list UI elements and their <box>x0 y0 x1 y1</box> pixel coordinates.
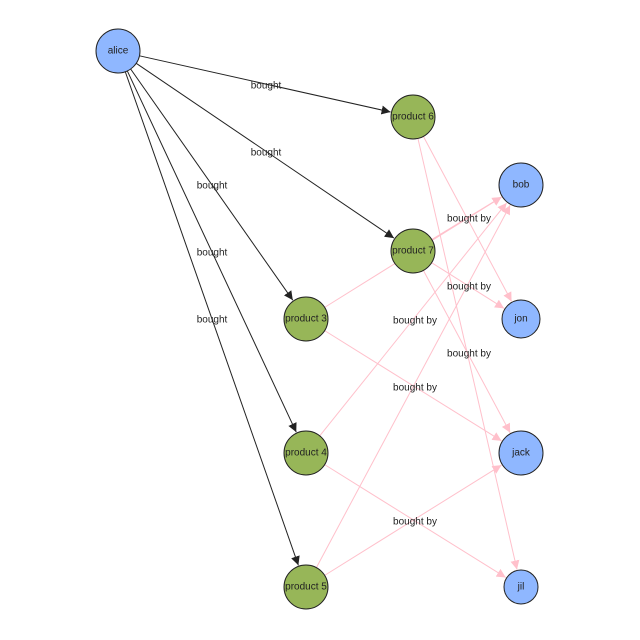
node-jon: jon <box>501 299 541 339</box>
node-circle-bob <box>498 162 544 208</box>
node-alice: alice <box>95 28 141 74</box>
node-label-bob: bob <box>513 180 530 191</box>
node-p7: product 7 <box>390 228 436 274</box>
edge-p4-bob <box>319 202 507 437</box>
node-label-jon: jon <box>513 314 527 325</box>
node-circle-alice <box>95 28 141 74</box>
node-bob: bob <box>498 162 544 208</box>
edge-p5-jack <box>324 464 502 576</box>
edge-alice-p5 <box>124 71 300 566</box>
node-p5: product 5 <box>283 564 329 610</box>
edge-label-p3-jack: bought by <box>393 383 437 394</box>
edge-p4-jil <box>324 464 506 578</box>
edge-p7-jon <box>431 262 505 309</box>
edge-p6-jil <box>417 138 520 570</box>
edge-alice-p3 <box>130 68 294 301</box>
node-circle-p4 <box>283 430 329 476</box>
edge-p5-bob <box>315 205 511 568</box>
node-circle-jil <box>503 569 539 605</box>
node-jil: jil <box>503 569 539 605</box>
edge-label-alice-p7: bought <box>251 148 282 159</box>
node-label-p7: product 7 <box>392 246 434 257</box>
edge-label-p7-jon: bought by <box>447 282 491 293</box>
edge-label-p7-bob: bought by <box>447 214 491 225</box>
node-circle-jack <box>498 430 544 476</box>
node-label-p5: product 5 <box>285 582 327 593</box>
nodes-layer: alice product 6 product 7 product 3 product … <box>95 28 544 610</box>
edge-label-alice-p3: bought <box>197 181 228 192</box>
node-p4: product 4 <box>283 430 329 476</box>
edge-label-p4-jil: bought by <box>393 517 437 528</box>
edge-label-p7-jack: bought by <box>447 349 491 360</box>
edge-label-alice-p5: bought <box>197 315 228 326</box>
edge-alice-p7 <box>135 62 395 239</box>
edge-alice-p4 <box>126 70 297 433</box>
node-circle-p5 <box>283 564 329 610</box>
edge-alice-p6 <box>139 55 391 115</box>
node-p6: product 6 <box>390 94 436 140</box>
node-label-p6: product 6 <box>392 112 434 123</box>
node-label-p3: product 3 <box>285 314 327 325</box>
edge-label-alice-p6: bought <box>251 81 282 92</box>
node-jack: jack <box>498 430 544 476</box>
node-label-p4: product 4 <box>285 448 327 459</box>
node-circle-p3 <box>283 296 329 342</box>
edge-label-alice-p4: bought <box>197 248 228 259</box>
node-circle-p7 <box>390 228 436 274</box>
node-label-jack: jack <box>511 448 531 459</box>
node-label-alice: alice <box>108 46 129 57</box>
edge-labels-layer: bought bought bought bought bought bought by b… <box>197 81 491 528</box>
node-p3: product 3 <box>283 296 329 342</box>
node-circle-p6 <box>390 94 436 140</box>
node-circle-jon <box>501 299 541 339</box>
edge-label-p4-bob: bought by <box>393 316 437 327</box>
node-label-jil: jil <box>517 582 525 593</box>
